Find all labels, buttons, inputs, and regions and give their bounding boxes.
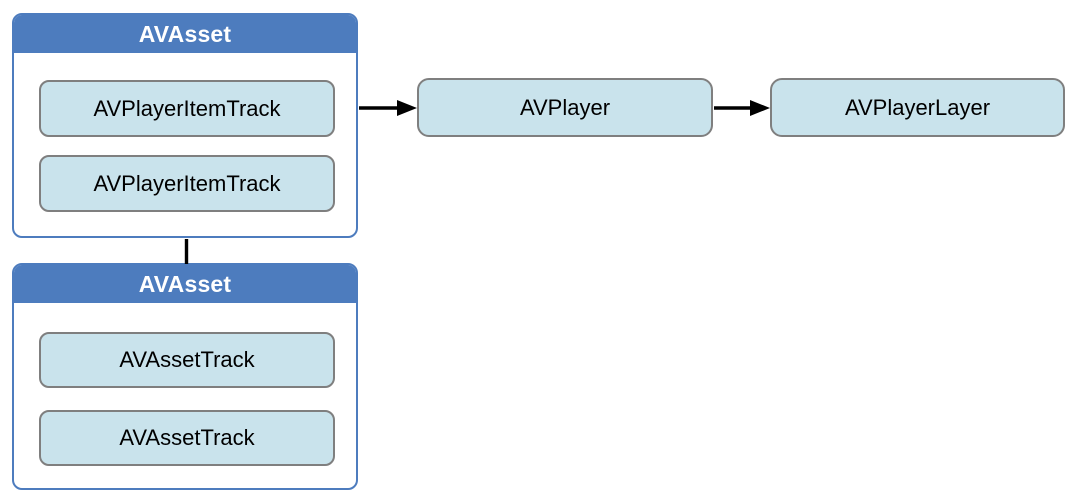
node-label: AVPlayer — [519, 94, 611, 120]
node-avplayeritemtrack-2: AVPlayerItemTrack — [39, 155, 335, 212]
avasset-group-bottom: AVAsset AVAssetTrack AVAssetTrack — [12, 263, 358, 490]
node-label: AVAssetTrack — [119, 425, 255, 450]
node-label: AVPlayerLayer — [844, 94, 991, 120]
node-label: AVAssetTrack — [119, 347, 255, 372]
node-avplayer: AVPlayer — [417, 78, 713, 137]
node-label: AVPlayerItemTrack — [93, 95, 281, 121]
arrow-right-icon — [359, 100, 417, 116]
avasset-group-bottom-title: AVAsset — [14, 265, 356, 303]
node-avplayerlayer: AVPlayerLayer — [770, 78, 1065, 137]
node-avassettrack-1: AVAssetTrack — [39, 332, 335, 388]
node-avassettrack-2: AVAssetTrack — [39, 410, 335, 466]
avasset-group-top: AVAsset AVPlayerItemTrack AVPlayerItemTr… — [12, 13, 358, 238]
arrow-right-icon — [714, 100, 770, 116]
node-avplayeritemtrack-1: AVPlayerItemTrack — [39, 80, 335, 137]
node-label: AVPlayerItemTrack — [93, 170, 281, 196]
avasset-group-top-title: AVAsset — [14, 15, 356, 53]
